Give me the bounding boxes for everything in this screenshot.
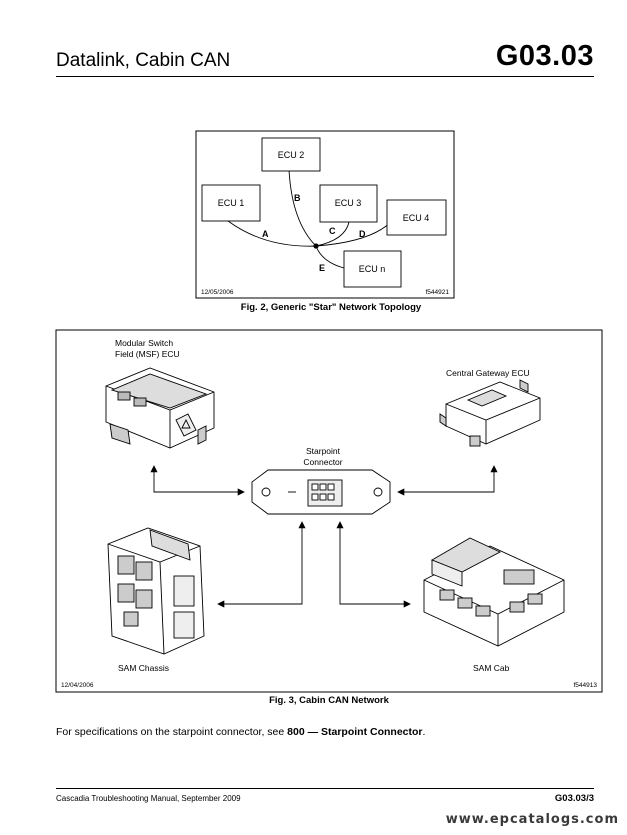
ecu1-box — [201, 184, 261, 222]
fig3-ref: f544913 — [574, 682, 598, 689]
footer-rule — [56, 788, 594, 789]
ecu4-label: ECU 4 — [403, 213, 430, 223]
ecu3-box — [319, 184, 378, 223]
link-e — [315, 245, 345, 269]
star-point — [313, 243, 319, 249]
link-e-label: E — [319, 263, 325, 273]
ecu3-label: ECU 3 — [335, 198, 362, 208]
link-d — [315, 221, 392, 247]
starpoint-label-line2: Connector — [303, 457, 342, 467]
link-c — [315, 221, 350, 247]
fig2-star-topology: ECU 2 ECU 1 ECU 3 ECU 4 ECU n A B C D E … — [195, 130, 455, 299]
section-code: G03.03 — [495, 40, 594, 72]
sam-cab-label: SAM Cab — [473, 663, 510, 673]
gateway-ecu-illustration — [439, 379, 541, 447]
connection-arrows — [150, 465, 498, 608]
footer-manual-title: Cascadia Troubleshooting Manual, Septemb… — [56, 794, 241, 803]
link-b-label: B — [294, 193, 301, 203]
page-title: Datalink, Cabin CAN — [56, 50, 231, 71]
ecun-label: ECU n — [359, 264, 386, 274]
ecu2-label: ECU 2 — [278, 150, 305, 160]
spec-paragraph: For specifications on the starpoint conn… — [56, 726, 425, 738]
starpoint-label-line1: Starpoint — [306, 446, 341, 456]
msf-ecu-illustration — [105, 367, 215, 449]
msf-label-line1: Modular Switch — [115, 338, 173, 348]
header-rule — [56, 76, 594, 77]
spec-suffix: . — [422, 726, 426, 738]
sam-cab-illustration — [423, 537, 565, 647]
ecun-box — [343, 250, 402, 288]
spec-text: For specifications on the starpoint conn… — [56, 726, 288, 738]
ecu2-box — [261, 137, 321, 172]
ecu4-box — [386, 199, 447, 236]
starpoint-connector-illustration — [251, 469, 391, 515]
link-a — [227, 220, 317, 247]
gateway-label: Central Gateway ECU — [446, 368, 530, 378]
link-d-label: D — [359, 229, 366, 239]
fig3-caption: Fig. 3, Cabin CAN Network — [269, 695, 389, 706]
footer-page-number: G03.03/3 — [554, 793, 594, 804]
spec-reference: 800 — Starpoint Connector — [287, 726, 423, 738]
sam-chassis-illustration — [107, 527, 205, 655]
link-a-label: A — [262, 229, 269, 239]
ecu1-label: ECU 1 — [218, 198, 245, 208]
sam-chassis-label: SAM Chassis — [118, 663, 169, 673]
msf-label-line2: Field (MSF) ECU — [115, 349, 180, 359]
fig2-date: 12/05/2006 — [201, 289, 234, 296]
fig2-caption: Fig. 2, Generic "Star" Network Topology — [240, 302, 422, 313]
fig2-ref: f544921 — [426, 289, 450, 296]
fig3-date: 12/04/2006 — [61, 682, 94, 689]
link-c-label: C — [329, 226, 336, 236]
link-b — [288, 169, 317, 247]
watermark: www.epcatalogs.com — [445, 812, 619, 827]
fig3-cabin-can-network: Modular Switch Field (MSF) ECU Central G… — [55, 329, 603, 693]
